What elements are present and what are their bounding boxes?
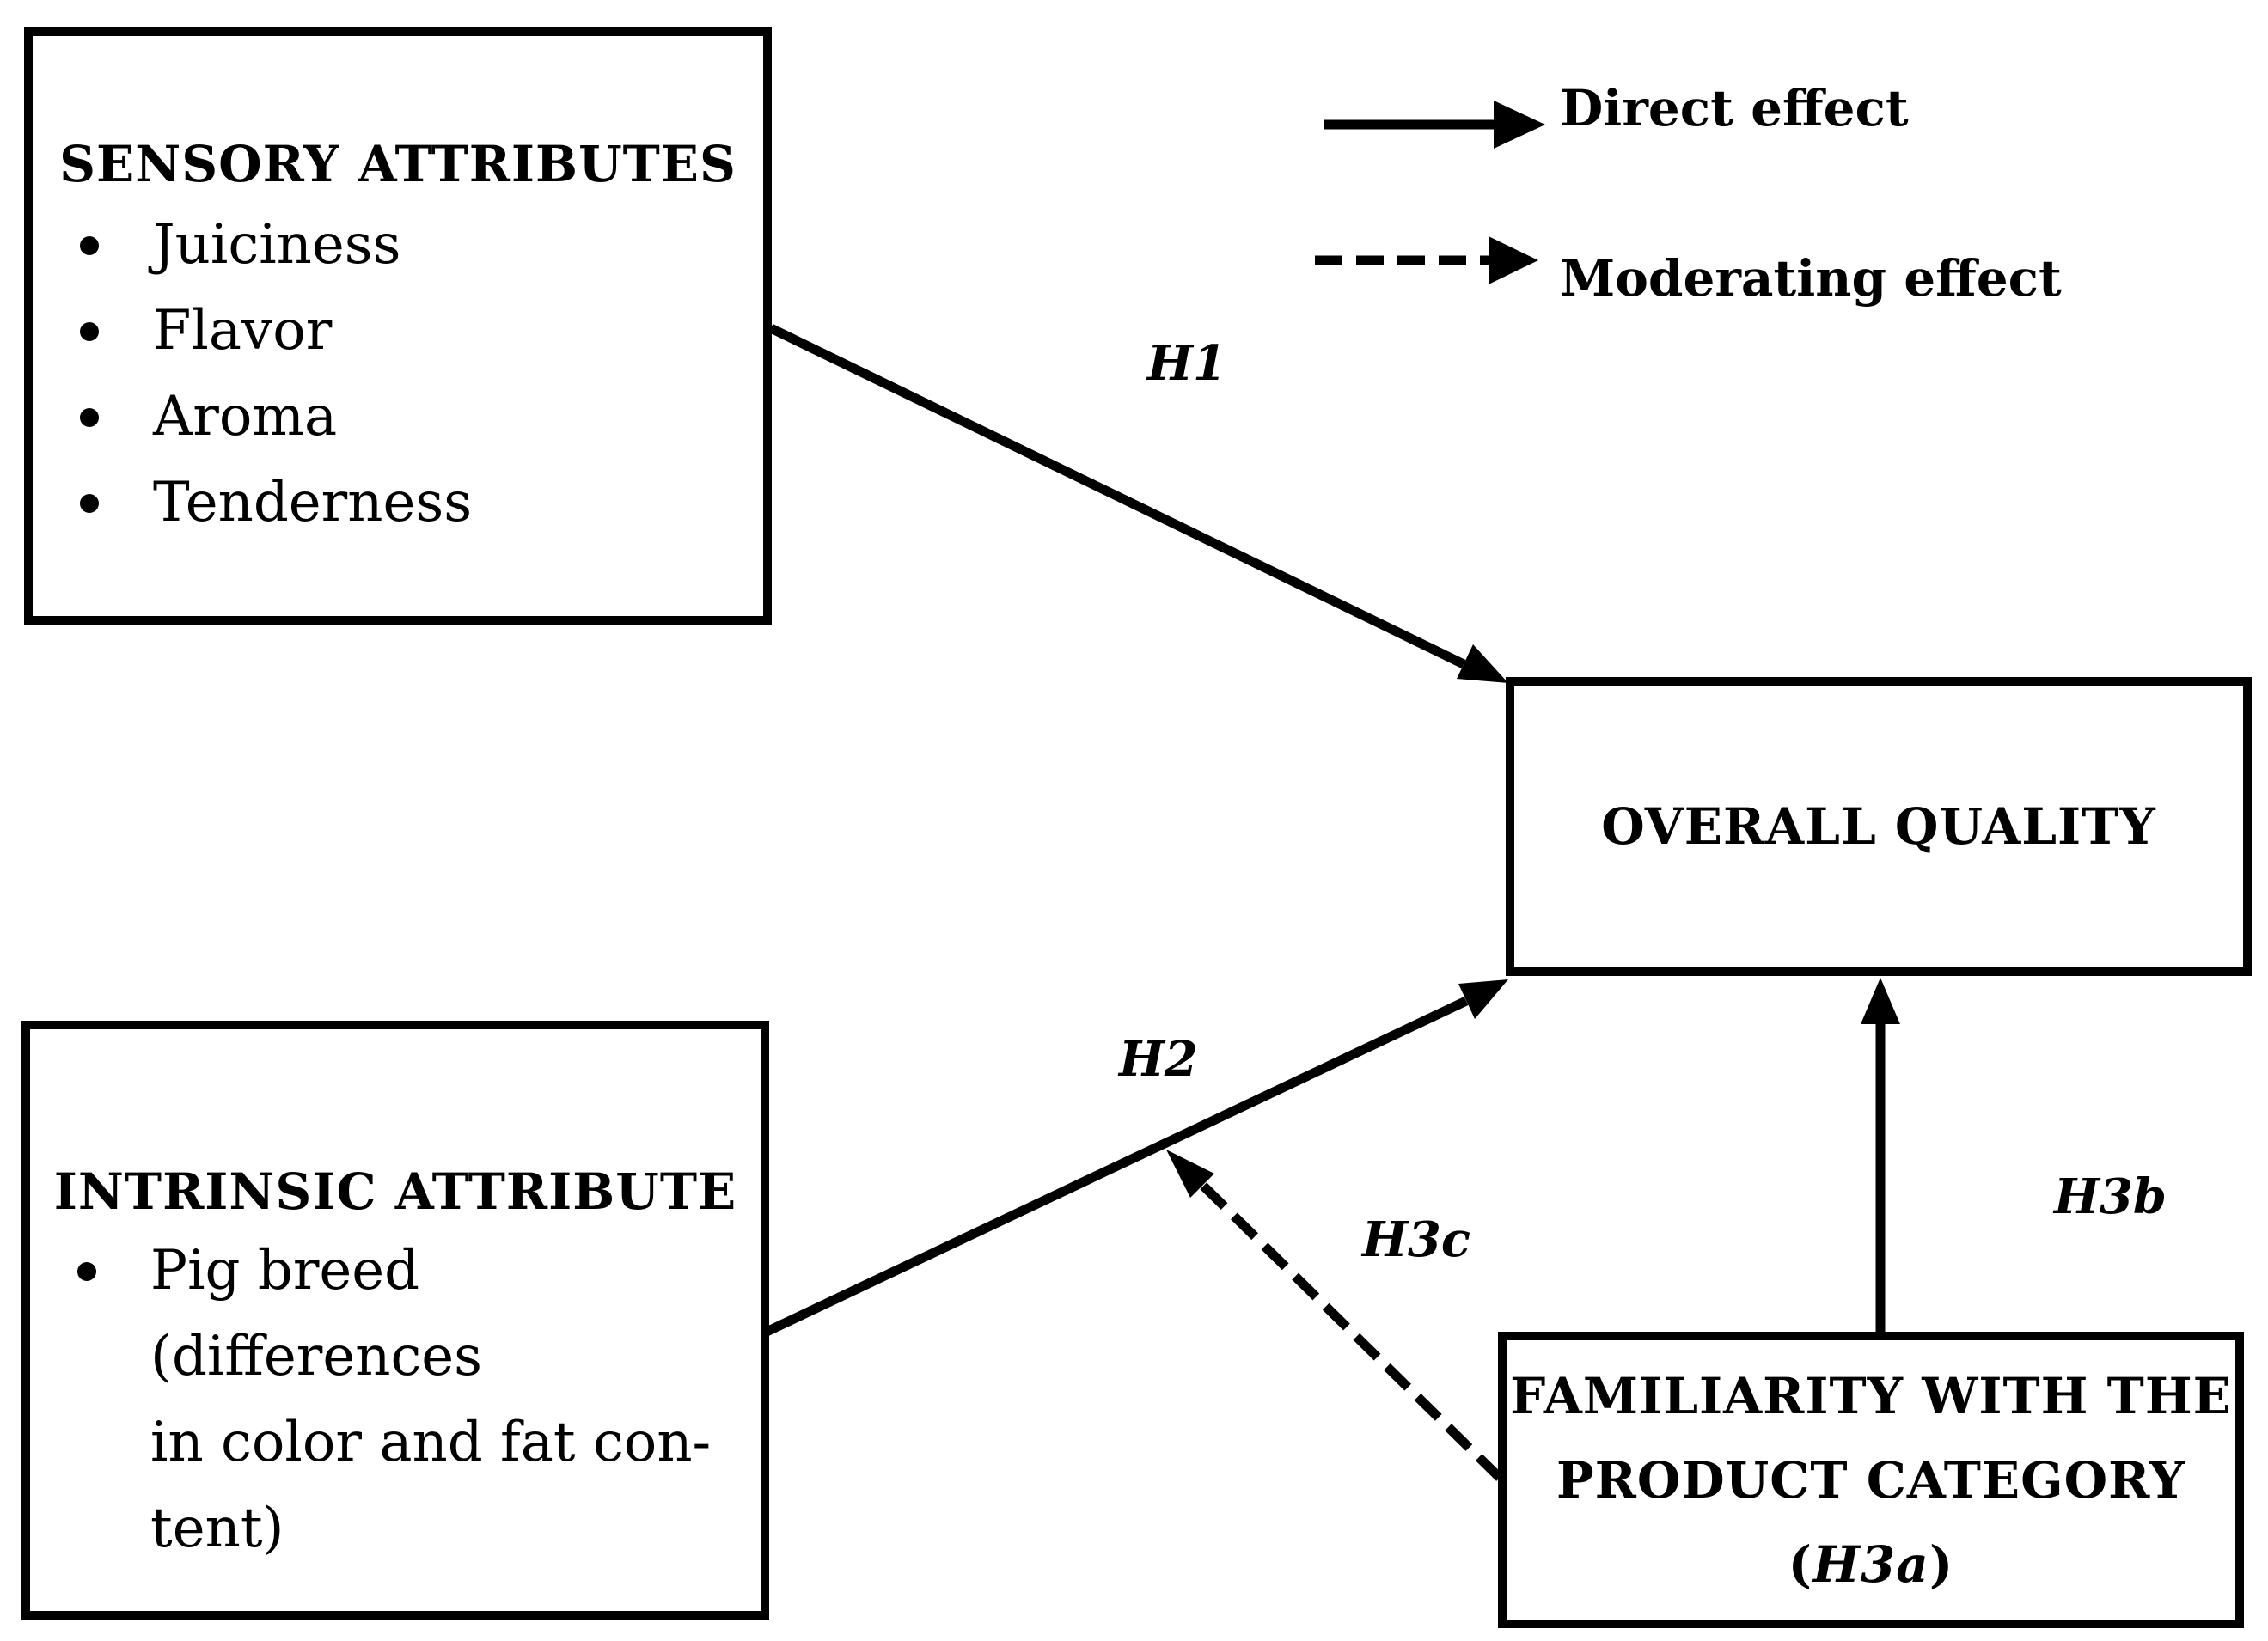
h3a-label: H3a <box>1813 1534 1929 1594</box>
list-item: Aroma <box>33 374 763 460</box>
h1-label: H1 <box>1147 335 1226 392</box>
h3b-label: H3b <box>2054 1168 2167 1225</box>
legend-moderating-arrow <box>1315 236 1538 284</box>
legend-direct-arrow <box>1324 101 1545 149</box>
list-item: Flavor <box>33 288 763 374</box>
h2-label: H2 <box>1119 1031 1198 1088</box>
list-item: Tenderness <box>33 460 763 546</box>
list-item: Juiciness <box>33 202 763 288</box>
intrinsic-item-line: tent) <box>150 1497 284 1560</box>
bullet-icon <box>80 322 99 341</box>
sensory-item-label: Aroma <box>153 385 338 448</box>
familiarity-title-line: FAMILIARITY WITH THE <box>1510 1366 2232 1425</box>
h3c-label: H3c <box>1362 1211 1470 1268</box>
overall-quality-box: OVERALL QUALITY <box>1506 677 2252 976</box>
sensory-item-label: Tenderness <box>153 471 473 534</box>
intrinsic-item-line: Pig breed (differences <box>150 1239 482 1388</box>
h3c-arrow <box>1166 1150 1503 1481</box>
h1-arrow <box>768 324 1508 683</box>
familiarity-box: FAMILIARITY WITH THE PRODUCT CATEGORY (H… <box>1498 1332 2244 1628</box>
bullet-icon <box>80 494 99 513</box>
bullet-icon <box>80 408 99 427</box>
sensory-attributes-box: SENSORY ATTRIBUTES Juiciness Flavor Arom… <box>24 27 772 625</box>
sensory-item-label: Flavor <box>153 299 333 363</box>
sensory-attributes-list: Juiciness Flavor Aroma Tenderness <box>33 202 763 546</box>
paren-close: ) <box>1929 1534 1954 1594</box>
familiarity-title-line: PRODUCT CATEGORY <box>1556 1450 2185 1510</box>
intrinsic-item-line: in color and fat con- <box>150 1411 712 1474</box>
legend-direct-label: Direct effect <box>1560 79 1909 137</box>
list-item: Pig breed (differences in color and fat … <box>30 1228 761 1571</box>
bullet-icon <box>77 1262 96 1281</box>
h3b-arrow <box>1861 978 1900 1336</box>
intrinsic-attribute-title: INTRINSIC ATTRIBUTE <box>53 1162 737 1221</box>
sensory-item-label: Juiciness <box>153 213 401 277</box>
overall-quality-title: OVERALL QUALITY <box>1601 797 2156 856</box>
paren-open: ( <box>1788 1534 1813 1594</box>
h2-arrow <box>764 979 1508 1336</box>
intrinsic-attribute-box: INTRINSIC ATTRIBUTE Pig breed (differenc… <box>21 1021 769 1620</box>
sensory-attributes-title: SENSORY ATTRIBUTES <box>59 135 737 193</box>
bullet-icon <box>80 236 99 255</box>
familiarity-hypothesis: (H3a) <box>1788 1522 1954 1607</box>
legend-moderating-label: Moderating effect <box>1560 249 2062 308</box>
